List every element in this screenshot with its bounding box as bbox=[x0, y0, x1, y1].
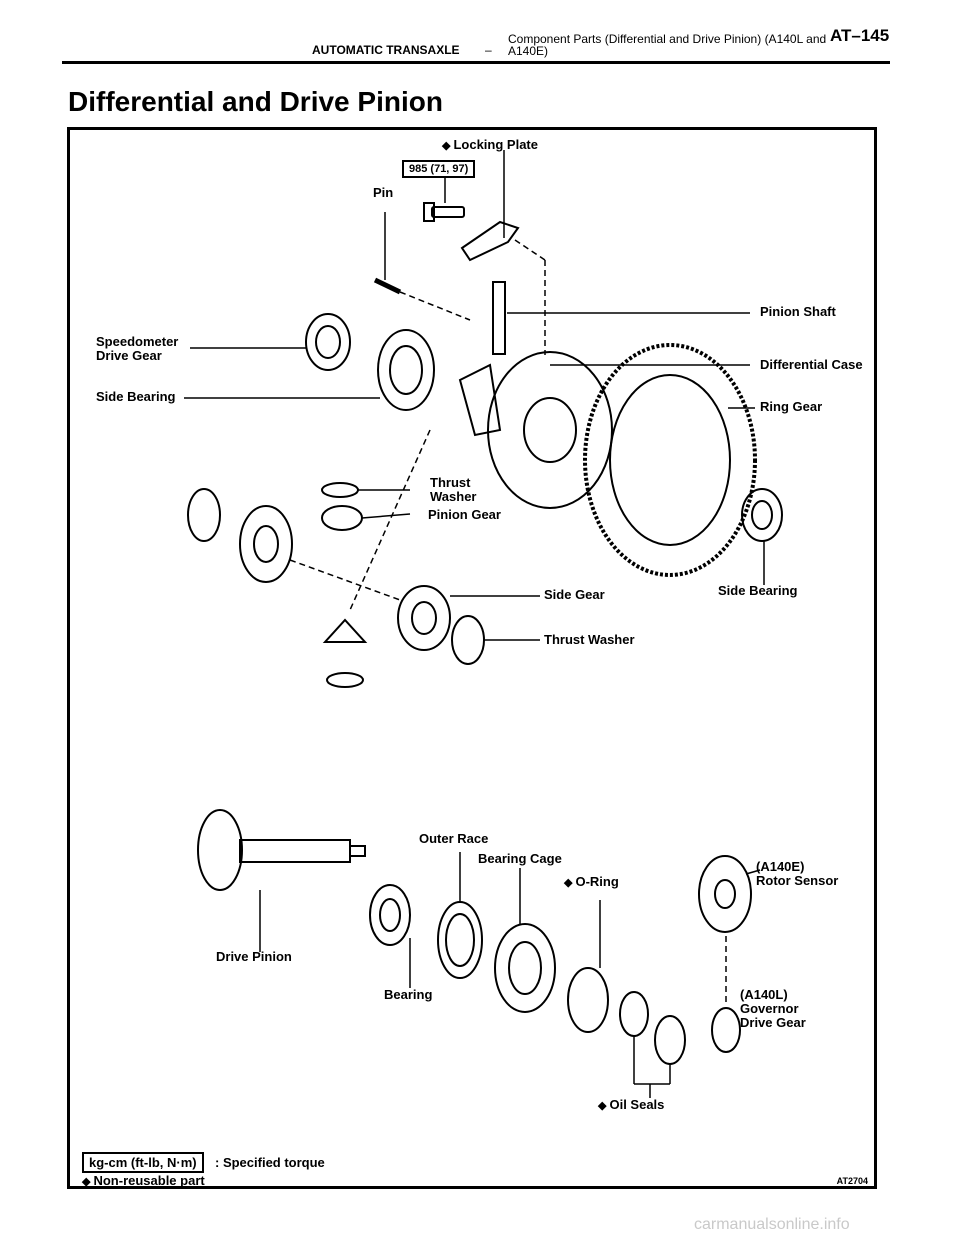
pin-shape bbox=[373, 277, 402, 295]
label-side-bearing-right: Side Bearing bbox=[718, 583, 798, 598]
page-number: AT–145 bbox=[830, 26, 890, 45]
bolt-head-shape bbox=[423, 202, 435, 222]
drive-pinion-gear-shape bbox=[197, 809, 243, 891]
pinion-gear-bottom-shape bbox=[322, 618, 368, 643]
label-pinion-shaft: Pinion Shaft bbox=[760, 304, 836, 319]
label-rotor-sensor: (A140E)Rotor Sensor bbox=[756, 859, 839, 888]
rotor-sensor-shape bbox=[698, 855, 752, 933]
label-o-ring: ◆O-Ring bbox=[564, 874, 619, 890]
figure-code: AT2704 bbox=[836, 1176, 868, 1186]
label-bearing: Bearing bbox=[384, 987, 433, 1002]
left-washer-shape bbox=[187, 488, 221, 542]
thrust-washer-bottom-shape bbox=[451, 615, 485, 665]
o-ring-shape bbox=[567, 967, 609, 1033]
governor-gear-shape bbox=[711, 1007, 741, 1053]
section-title: Component Parts (Differential and Drive … bbox=[508, 32, 827, 58]
bearing-cage-shape bbox=[494, 923, 556, 1013]
header-rule bbox=[62, 61, 890, 64]
ring-gear-shape bbox=[583, 343, 757, 577]
drive-pinion-shaft-shape bbox=[239, 839, 351, 863]
left-side-gear-shape bbox=[239, 505, 293, 583]
label-side-bearing-left: Side Bearing bbox=[96, 389, 176, 404]
label-outer-race: Outer Race bbox=[419, 831, 489, 846]
bolt-shape bbox=[431, 206, 465, 218]
exploded-diagram: ◆Locking Plate 985 (71, 97) Pin Pinion S… bbox=[67, 127, 877, 1189]
parts-drawing bbox=[184, 150, 783, 1098]
label-ring-gear: Ring Gear bbox=[760, 399, 823, 414]
label-bearing-cage: Bearing Cage bbox=[478, 851, 562, 866]
torque-spec-box: 985 (71, 97) bbox=[402, 160, 476, 178]
pinion-gear-top-shape bbox=[321, 505, 363, 531]
side-bearing-right-shape bbox=[741, 488, 783, 542]
label-pinion-gear: Pinion Gear bbox=[428, 507, 501, 522]
side-gear-shape bbox=[397, 585, 451, 651]
label-side-gear: Side Gear bbox=[544, 587, 605, 602]
thrust-washer-top-shape bbox=[321, 482, 359, 498]
washer-bottom-shape bbox=[326, 672, 364, 688]
section-name: AUTOMATIC TRANSAXLE bbox=[312, 43, 460, 57]
side-bearing-left-shape bbox=[377, 329, 435, 411]
differential-case-shape bbox=[487, 351, 613, 509]
label-differential-case: Differential Case bbox=[760, 357, 863, 372]
oil-seal-2-shape bbox=[654, 1015, 686, 1065]
locking-plate-shape bbox=[460, 220, 520, 262]
pinion-shaft-shape bbox=[492, 281, 506, 355]
label-locking-plate: ◆Locking Plate bbox=[442, 137, 538, 153]
label-pin: Pin bbox=[373, 185, 394, 200]
label-drive-pinion: Drive Pinion bbox=[216, 949, 292, 964]
legend-torque-units: kg-cm (ft-lb, N·m) bbox=[82, 1152, 204, 1173]
legend-non-reusable: ◆Non-reusable part bbox=[82, 1173, 205, 1188]
header-separator: – bbox=[485, 43, 492, 57]
page-title: Differential and Drive Pinion bbox=[68, 86, 443, 117]
oil-seal-1-shape bbox=[619, 991, 649, 1037]
legend-torque-text: : Specified torque bbox=[215, 1155, 325, 1170]
speedometer-gear-shape bbox=[305, 313, 351, 371]
label-thrust-washer-bottom: Thrust Washer bbox=[544, 632, 635, 647]
bearing-shape bbox=[369, 884, 411, 946]
watermark: carmanualsonline.info bbox=[694, 1216, 850, 1233]
label-oil-seals: ◆Oil Seals bbox=[598, 1097, 665, 1113]
